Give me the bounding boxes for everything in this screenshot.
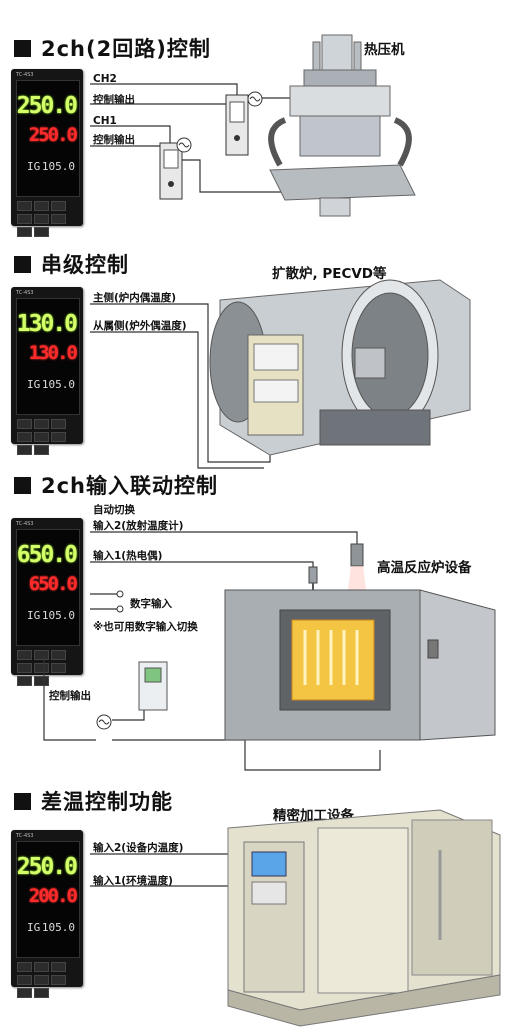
label-input1-ambient-temp: 输入1(环境温度) [93, 875, 173, 887]
mode-readout: IG [27, 609, 41, 622]
temperature-controller: TC-4S3 250.0 250.0 IG 105.0 [11, 69, 83, 237]
controller-keypad [16, 418, 78, 455]
label-input2-pyrometer: 输入2(放射温度计) [93, 520, 184, 532]
controller-brand: TC-4S3 [16, 833, 34, 839]
output-readout: 105.0 [41, 921, 75, 934]
bullet-square-icon [14, 793, 31, 810]
bullet-square-icon [14, 477, 31, 494]
bullet-square-icon [14, 256, 31, 273]
label-master-side: 主侧(炉内偶温度) [93, 292, 177, 304]
temperature-controller: TC-4S3 650.0 650.0 IG 105.0 [11, 518, 83, 686]
output-readout: 105.0 [41, 378, 75, 391]
label-ch2: CH2 [93, 73, 117, 85]
pv-readout: 650.0 [16, 542, 78, 568]
sv-readout: 650.0 [28, 573, 78, 595]
controller-display: 250.0 200.0 IG 105.0 [16, 841, 80, 958]
section-title-diff-temp: 差温控制功能 [14, 786, 173, 816]
controller-brand: TC-4S3 [16, 521, 34, 527]
diffusion-furnace [209, 279, 471, 456]
hot-press-machine [268, 34, 416, 217]
controller-keypad [16, 961, 78, 998]
ac-source-icon [96, 714, 112, 730]
sv-readout: 130.0 [28, 342, 78, 364]
ac-source-icon [247, 91, 263, 107]
output-readout: 105.0 [41, 160, 75, 173]
temperature-controller: TC-4S3 250.0 200.0 IG 105.0 [11, 830, 83, 998]
mode-readout: IG [27, 160, 41, 173]
section-title-text: 2ch(2回路)控制 [41, 37, 211, 61]
section-title-text: 2ch输入联动控制 [41, 474, 219, 498]
label-input1-thermocouple: 输入1(热电偶) [93, 550, 163, 562]
temperature-controller: TC-4S3 130.0 130.0 IG 105.0 [11, 287, 83, 455]
label-digital-input-note: ※也可用数字输入切换 [93, 621, 198, 633]
ssr-module-ch1 [159, 142, 183, 200]
equipment-label-diffusion-furnace: 扩散炉, PECVD等 [272, 266, 387, 282]
controller-display: 130.0 130.0 IG 105.0 [16, 298, 80, 415]
section-title-cascade: 串级控制 [14, 249, 129, 279]
sv-readout: 200.0 [28, 885, 78, 907]
label-ch1: CH1 [93, 115, 117, 127]
section-title-2ch-input: 2ch输入联动控制 [14, 470, 218, 500]
high-temperature-reactor [224, 589, 496, 741]
label-digital-input: 数字输入 [130, 598, 172, 610]
sv-readout: 250.0 [28, 124, 78, 146]
ssr-module [138, 661, 168, 711]
mode-readout: IG [27, 378, 41, 391]
section1-diagram [90, 34, 416, 217]
label-control-output: 控制输出 [49, 690, 91, 702]
controller-brand: TC-4S3 [16, 290, 34, 296]
pv-readout: 130.0 [16, 311, 78, 337]
section-title-2ch: 2ch(2回路)控制 [14, 33, 211, 63]
pv-readout: 250.0 [16, 93, 78, 119]
label-ch1-output: 控制输出 [93, 134, 135, 146]
section3-diagram [43, 531, 496, 771]
equipment-label-reactor: 高温反应炉设备 [377, 560, 472, 576]
output-readout: 105.0 [41, 609, 75, 622]
equipment-label-hot-press: 热压机 [364, 42, 405, 58]
ssr-module-ch2 [225, 94, 249, 156]
bullet-square-icon [14, 40, 31, 57]
section-title-text: 串级控制 [41, 253, 129, 277]
label-auto-switch: 自动切换 [93, 504, 135, 516]
pv-readout: 250.0 [16, 854, 78, 880]
mode-readout: IG [27, 921, 41, 934]
section2-diagram [90, 279, 471, 469]
controller-keypad [16, 200, 78, 237]
label-slave-side: 从属侧(炉外偶温度) [93, 320, 187, 332]
precision-machining-chamber [227, 809, 501, 1027]
ac-source-icon [176, 137, 192, 153]
controller-keypad [16, 649, 78, 686]
controller-display: 650.0 650.0 IG 105.0 [16, 529, 80, 646]
controller-brand: TC-4S3 [16, 72, 34, 78]
label-input2-inner-temp: 输入2(设备内温度) [93, 842, 184, 854]
label-ch2-output: 控制输出 [93, 94, 135, 106]
section-title-text: 差温控制功能 [41, 790, 173, 814]
controller-display: 250.0 250.0 IG 105.0 [16, 80, 80, 197]
section4-diagram [90, 809, 501, 1027]
